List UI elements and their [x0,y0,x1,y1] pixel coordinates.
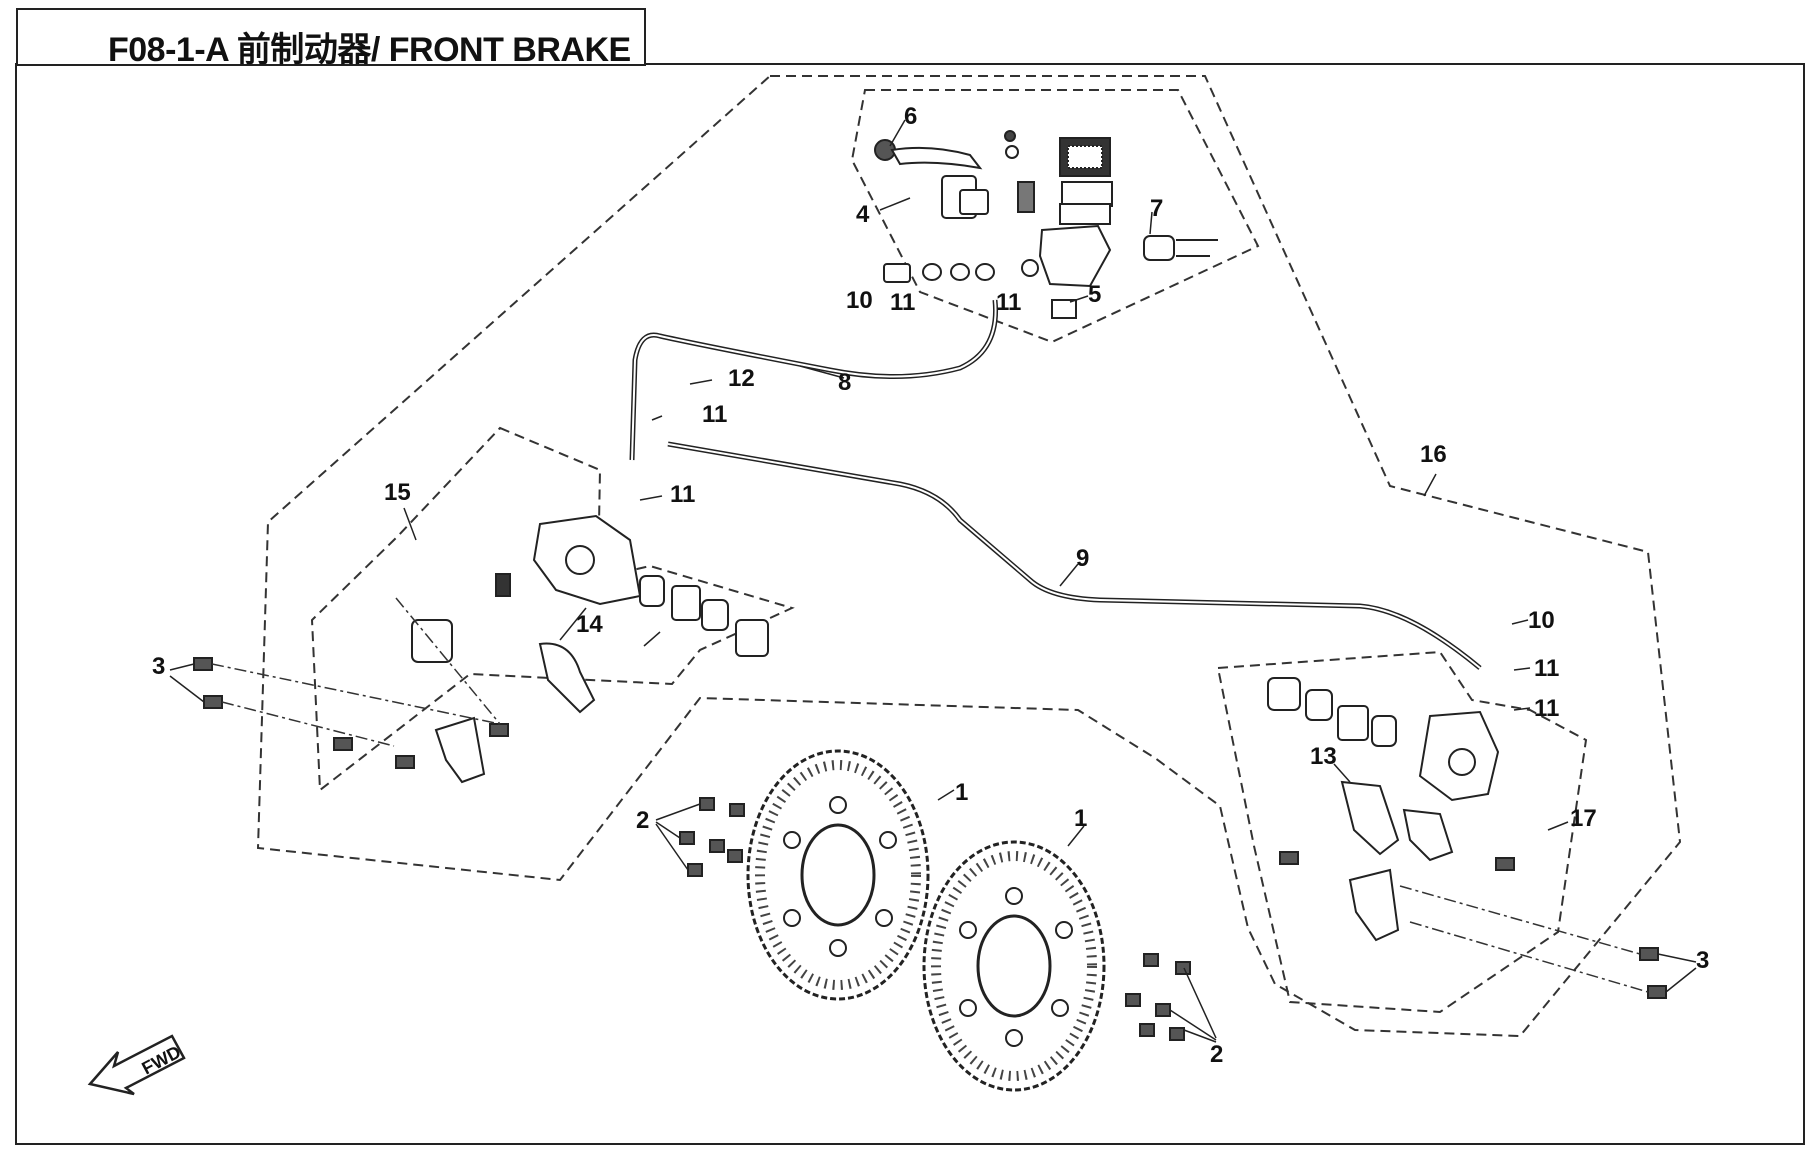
callout-4: 4 [856,201,870,228]
right-caliper [1267,677,1500,942]
group-16-outline [256,75,1682,1038]
group-17-outline [1216,650,1588,1014]
callout-17: 17 [1570,805,1597,832]
brake-hose-8-inner [631,299,997,461]
callout-11c: 11 [702,401,727,428]
brake-hose-8 [629,299,999,461]
callout-10b: 10 [1528,607,1555,634]
callout-10a: 10 [846,287,873,314]
outer-border [15,63,1805,1145]
callout-3b: 3 [1696,947,1709,974]
leader-lines [169,119,1697,1043]
right-bolts-3 [1279,851,1667,999]
group-master-cylinder-outline [850,89,1260,344]
brake-disc-right [922,840,1106,1092]
brake-line-9-inner [667,443,1481,669]
left-caliper [411,514,769,784]
disc-bolts-2 [679,797,1191,1041]
brake-line-9 [667,441,1482,670]
callout-11b: 11 [996,289,1021,316]
callout-2b: 2 [1210,1041,1223,1068]
callout-11f: 11 [1534,695,1559,722]
brake-disc-left [746,749,930,1001]
page-title: F08-1-A 前制动器/ FRONT BRAKE [108,31,631,69]
callout-13: 13 [1310,743,1337,770]
callout-3a: 3 [152,653,165,680]
title-box: F08-1-A 前制动器/ FRONT BRAKE [16,8,646,69]
right-bolt-center-lines [1399,885,1649,993]
callout-1b: 1 [1074,805,1087,832]
fwd-arrow-icon: FWD [87,1034,186,1096]
callout-2a: 2 [636,807,649,834]
callout-11d: 11 [670,481,695,508]
callout-labels: 1 1 2 2 3 3 4 5 6 7 8 9 10 10 11 11 11 1… [152,103,1709,1068]
brake-lever [874,139,989,219]
upper-banjo-fittings [883,263,995,283]
left-bolts-3 [193,657,509,769]
callout-5: 5 [1088,281,1101,308]
callout-15: 15 [384,479,411,506]
callout-12: 12 [728,365,755,392]
callout-1a: 1 [955,779,968,806]
callout-8: 8 [838,369,851,396]
callout-11e: 11 [1534,655,1559,682]
left-bolt-center-lines [211,597,501,747]
callout-6: 6 [904,103,917,130]
callout-9: 9 [1076,545,1089,572]
callout-11a: 11 [890,289,915,316]
callout-7: 7 [1150,195,1163,222]
callout-14: 14 [576,611,603,638]
callout-16: 16 [1420,441,1447,468]
master-cylinder [1004,130,1218,319]
